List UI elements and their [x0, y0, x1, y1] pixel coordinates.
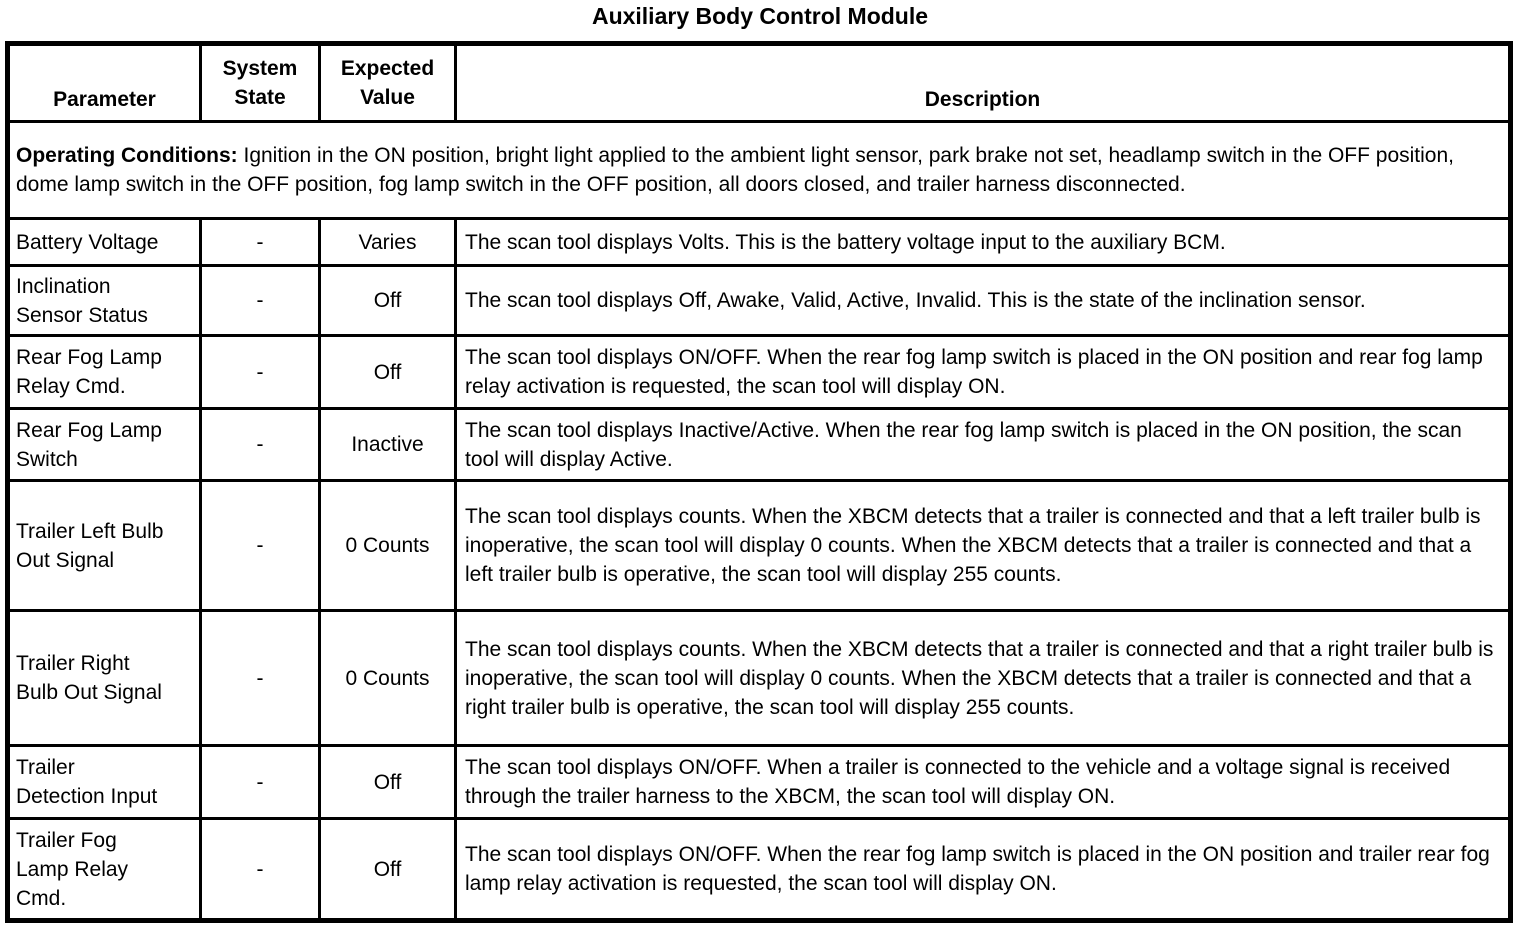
table-row: Trailer Left Bulb Out Signal - 0 Counts …	[6, 479, 1512, 612]
desc-cell: The scan tool displays counts. When the …	[454, 479, 1512, 612]
expected-cell: 0 Counts	[318, 479, 457, 612]
table-row: Inclination Sensor Status - Off The scan…	[6, 264, 1512, 337]
state-cell: -	[199, 217, 321, 267]
param-cell: Rear Fog Lamp Switch	[6, 407, 202, 482]
header-row: Parameter System State Expected Value De…	[6, 42, 1512, 123]
param-cell: Trailer Fog Lamp Relay Cmd.	[6, 817, 202, 922]
table-row: Trailer Right Bulb Out Signal - 0 Counts…	[6, 609, 1512, 747]
state-cell: -	[199, 609, 321, 747]
state-cell: -	[199, 817, 321, 922]
table-row: Trailer Fog Lamp Relay Cmd. - Off The sc…	[6, 817, 1512, 922]
state-cell: -	[199, 334, 321, 410]
expected-cell: Off	[318, 817, 457, 922]
state-cell: -	[199, 744, 321, 820]
desc-cell: The scan tool displays Inactive/Active. …	[454, 407, 1512, 482]
param-cell: Rear Fog Lamp Relay Cmd.	[6, 334, 202, 410]
expected-cell: Off	[318, 264, 457, 337]
operating-conditions-label: Operating Conditions:	[16, 144, 238, 167]
header-expected-value: Expected Value	[318, 42, 457, 123]
desc-cell: The scan tool displays ON/OFF. When the …	[454, 817, 1512, 922]
state-cell: -	[199, 479, 321, 612]
state-cell: -	[199, 407, 321, 482]
table-row: Battery Voltage - Varies The scan tool d…	[6, 217, 1512, 267]
expected-cell: Varies	[318, 217, 457, 267]
expected-cell: 0 Counts	[318, 609, 457, 747]
param-cell: Trailer Left Bulb Out Signal	[6, 479, 202, 612]
table-row: Rear Fog Lamp Switch - Inactive The scan…	[6, 407, 1512, 482]
desc-cell: The scan tool displays Volts. This is th…	[454, 217, 1512, 267]
header-system-state: System State	[199, 42, 321, 123]
table-row: Rear Fog Lamp Relay Cmd. - Off The scan …	[6, 334, 1512, 410]
desc-cell: The scan tool displays Off, Awake, Valid…	[454, 264, 1512, 337]
desc-cell: The scan tool displays ON/OFF. When a tr…	[454, 744, 1512, 820]
desc-cell: The scan tool displays counts. When the …	[454, 609, 1512, 747]
param-cell: Trailer Right Bulb Out Signal	[6, 609, 202, 747]
operating-conditions-text: Ignition in the ON position, bright ligh…	[16, 144, 1454, 196]
param-cell: Battery Voltage	[6, 217, 202, 267]
param-cell: Inclination Sensor Status	[6, 264, 202, 337]
parameter-table: Parameter System State Expected Value De…	[5, 41, 1513, 923]
expected-cell: Inactive	[318, 407, 457, 482]
table-row: Trailer Detection Input - Off The scan t…	[6, 744, 1512, 820]
header-parameter: Parameter	[6, 42, 202, 123]
desc-cell: The scan tool displays ON/OFF. When the …	[454, 334, 1512, 410]
header-description: Description	[454, 42, 1512, 123]
operating-conditions-row: Operating Conditions: Ignition in the ON…	[6, 120, 1512, 220]
state-cell: -	[199, 264, 321, 337]
expected-cell: Off	[318, 334, 457, 410]
param-cell: Trailer Detection Input	[6, 744, 202, 820]
operating-conditions-cell: Operating Conditions: Ignition in the ON…	[6, 120, 1512, 220]
expected-cell: Off	[318, 744, 457, 820]
page-title: Auxiliary Body Control Module	[591, 3, 929, 29]
